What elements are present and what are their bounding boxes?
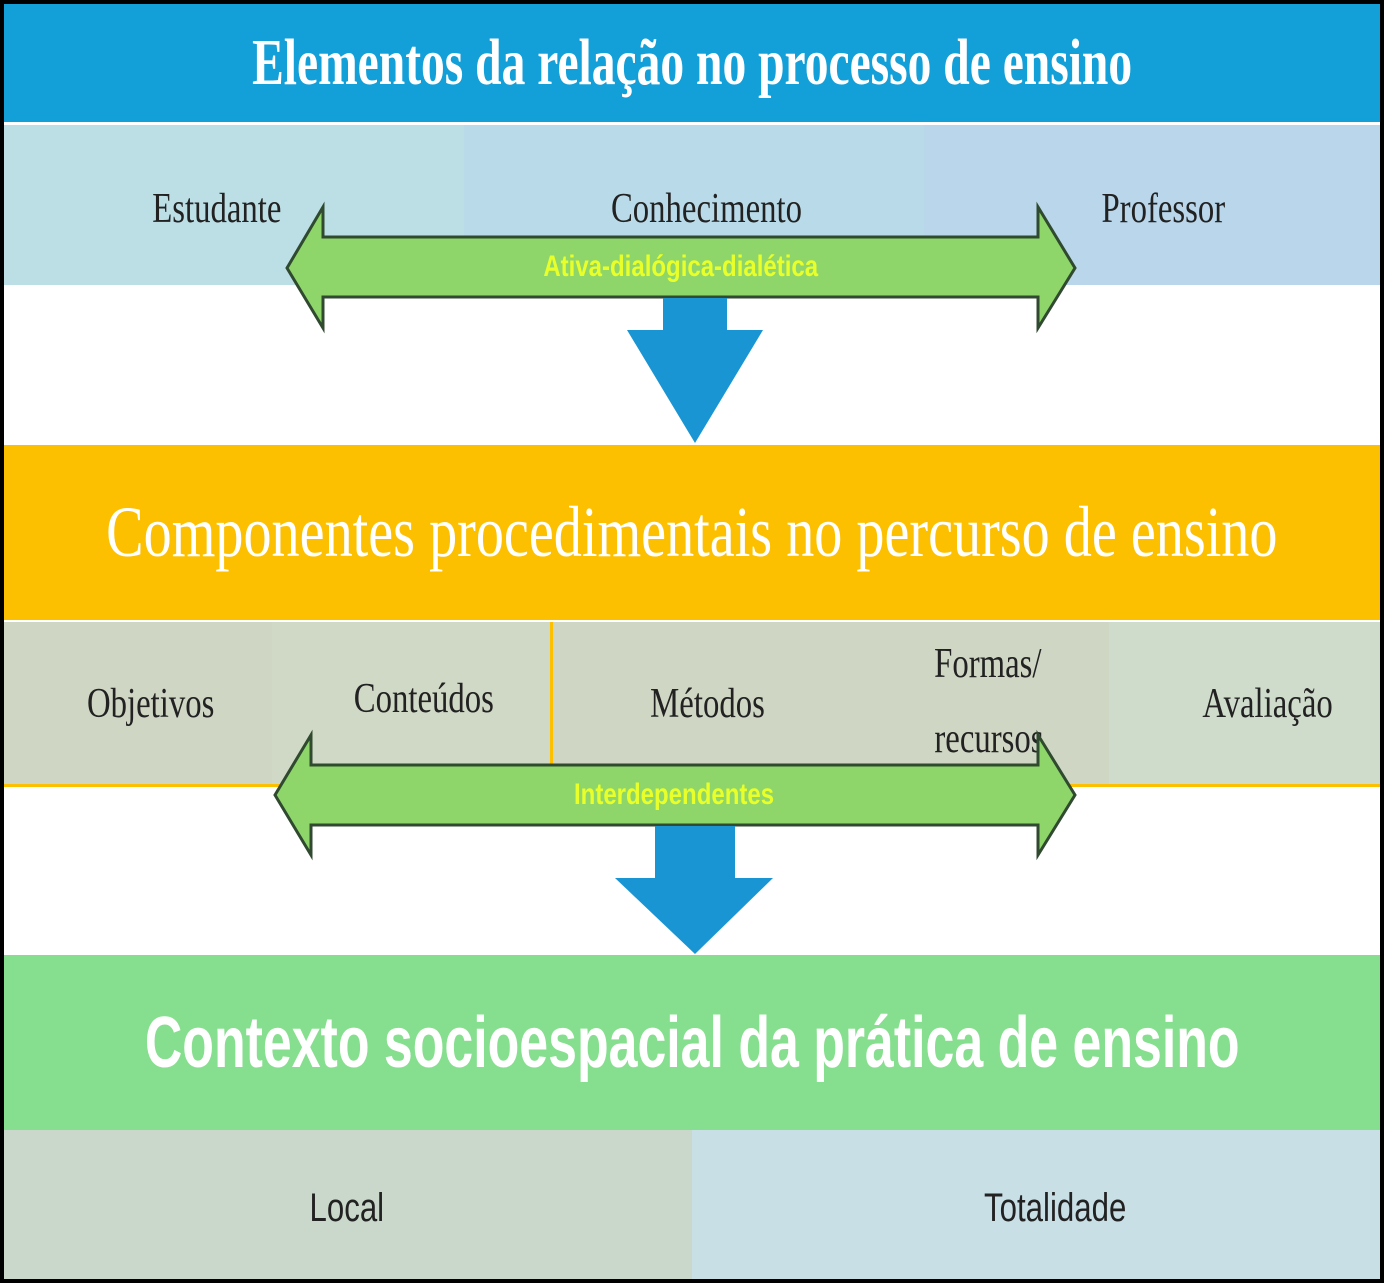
arrow-label-1: Ativa-dialógica-dialética: [543, 250, 819, 283]
section1-header: Elementos da relação no processo de ensi…: [4, 4, 1380, 122]
section1-title: Elementos da relação no processo de ensi…: [251, 26, 1132, 99]
scale-totalidade: Totalidade: [984, 1186, 1127, 1230]
element-conhecimento: Conhecimento: [610, 186, 803, 232]
double-arrow-1: [285, 201, 1077, 334]
element-professor: Professor: [1101, 186, 1226, 232]
section3-header: Contexto socioespacial da prática de ens…: [4, 955, 1380, 1130]
scale-local: Local: [309, 1186, 385, 1230]
section2-title: Componentes procedimentais no percurso d…: [106, 492, 1278, 572]
component-formas: Formas/: [934, 641, 1042, 687]
double-arrow-2: [273, 729, 1077, 861]
down-arrow-2: [615, 826, 773, 954]
scale-local-cell: [4, 1130, 692, 1279]
down-arrow-1: [627, 298, 763, 443]
section2-header: Componentes procedimentais no percurso d…: [4, 445, 1380, 620]
component-recursos: recursos: [934, 716, 1044, 762]
element-estudante: Estudante: [152, 186, 282, 232]
arrows-layer: [273, 201, 1077, 954]
arrow-label-2: Interdependentes: [574, 778, 775, 811]
scale-totalidade-cell: [692, 1130, 1380, 1279]
section3-title: Contexto socioespacial da prática de ens…: [144, 1002, 1240, 1083]
component-metodos: Métodos: [650, 681, 765, 727]
diagram: Elementos da relação no processo de ensi…: [4, 4, 1380, 1279]
cell-bg: [272, 622, 553, 784]
component-objetivos: Objetivos: [86, 681, 215, 727]
cell-bg: [1109, 622, 1380, 784]
component-avaliacao: Avaliação: [1202, 681, 1333, 727]
component-conteudos: Conteúdos: [353, 676, 494, 722]
